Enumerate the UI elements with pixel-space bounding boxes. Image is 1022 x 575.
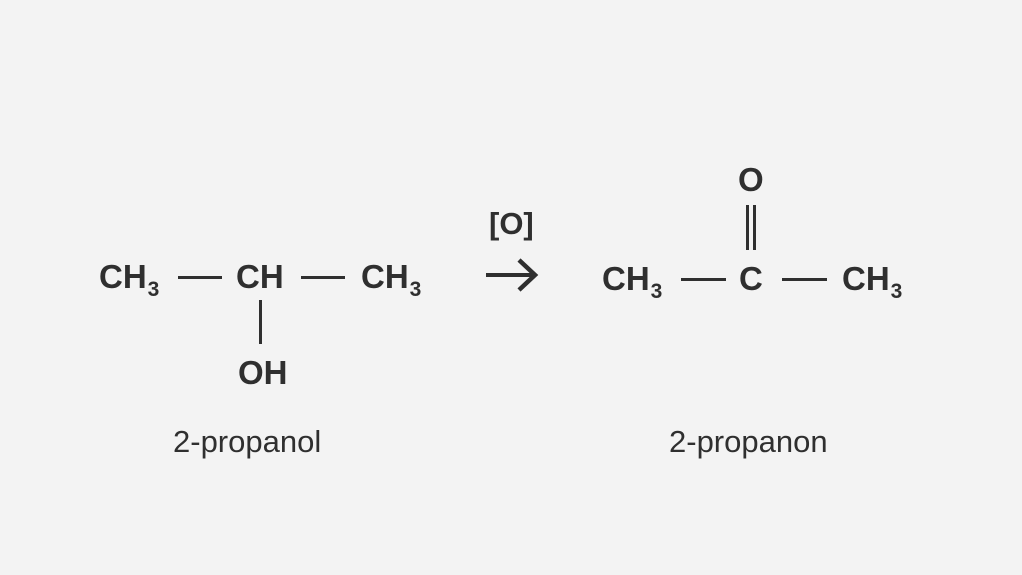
- reactant-right-ch3: CH3: [361, 258, 421, 300]
- reactant-left-ch3-label: CH: [99, 258, 147, 295]
- reactant-bond-down: [259, 300, 262, 344]
- product-left-ch3-label: CH: [602, 260, 650, 297]
- product-double-bond-line-2: [753, 205, 756, 250]
- product-bond-left: [681, 278, 726, 281]
- reaction-arrow-icon: [486, 258, 539, 292]
- product-right-ch3-subscript: 3: [890, 280, 903, 303]
- reactant-bond-left: [178, 276, 222, 279]
- product-name: 2-propanon: [669, 424, 828, 459]
- product-right-ch3: CH3: [842, 260, 902, 302]
- reactant-oh-group: OH: [238, 354, 288, 391]
- product-left-ch3: CH3: [602, 260, 662, 302]
- product-bond-right: [782, 278, 827, 281]
- reactant-left-ch3: CH3: [99, 258, 159, 300]
- product-oxygen: O: [738, 161, 764, 198]
- product-double-bond-line-1: [746, 205, 749, 250]
- reactant-bond-right: [301, 276, 345, 279]
- product-carbon: C: [739, 260, 763, 297]
- reactant-left-ch3-subscript: 3: [147, 278, 160, 301]
- reactant-right-ch3-label: CH: [361, 258, 409, 295]
- reactant-right-ch3-subscript: 3: [409, 278, 422, 301]
- reagent-label: [O]: [489, 206, 534, 241]
- product-right-ch3-label: CH: [842, 260, 890, 297]
- reactant-center-ch: CH: [236, 258, 284, 295]
- reactant-name: 2-propanol: [173, 424, 322, 459]
- product-left-ch3-subscript: 3: [650, 280, 663, 303]
